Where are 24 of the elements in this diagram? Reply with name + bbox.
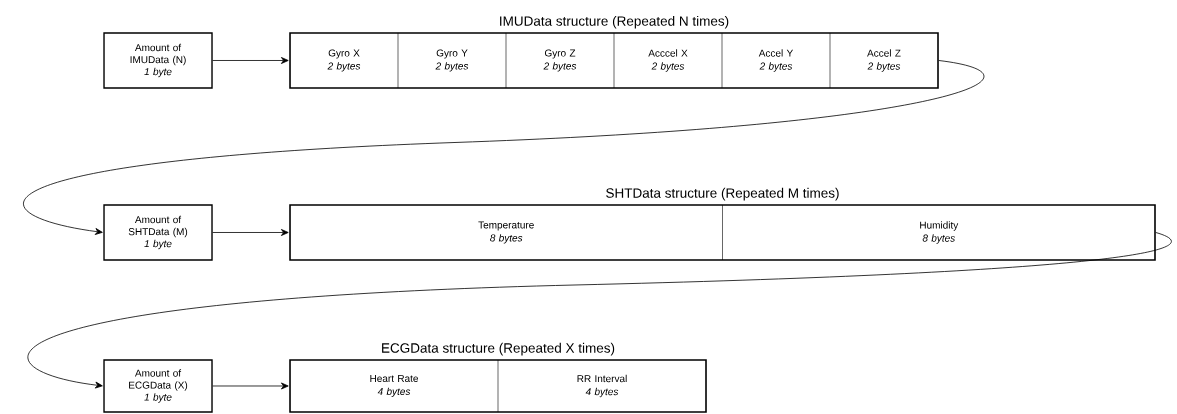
count-box: Amount of SHTData (M) 1 byte <box>103 204 213 261</box>
structure-box <box>289 204 1156 261</box>
field-cell: Gyro Y 2 bytes <box>397 32 469 89</box>
field-cell: Gyro Z 2 bytes <box>505 32 577 89</box>
arrow <box>212 229 289 236</box>
structure-title: ECGData structure (Repeated X times) <box>382 342 615 356</box>
field-cell: Temperature 8 bytes <box>478 221 534 244</box>
arrow <box>212 382 289 390</box>
field-cell: Accel Y 2 bytes <box>721 32 793 89</box>
field-cell: Acccel X 2 bytes <box>613 32 688 89</box>
field-cell: Gyro X 2 bytes <box>327 49 361 72</box>
field-cell: Heart Rate 4 bytes <box>370 375 418 397</box>
count-box: Amount of IMUData (N) 1 byte <box>103 32 213 89</box>
structure-box <box>289 359 707 413</box>
arrow <box>23 60 985 235</box>
structure-title: IMUData structure (Repeated N times) <box>500 15 729 29</box>
field-cell: Accel Z 2 bytes <box>829 32 901 89</box>
field-cell: Humidity 8 bytes <box>722 204 959 261</box>
count-box: Amount of ECGData (X) 1 byte <box>103 359 213 413</box>
arrow <box>27 232 1172 389</box>
arrow <box>212 57 289 64</box>
structure-box <box>289 32 939 89</box>
structure-title: SHTData structure (Repeated M times) <box>606 187 839 201</box>
field-cell: RR Interval 4 bytes <box>497 359 627 413</box>
